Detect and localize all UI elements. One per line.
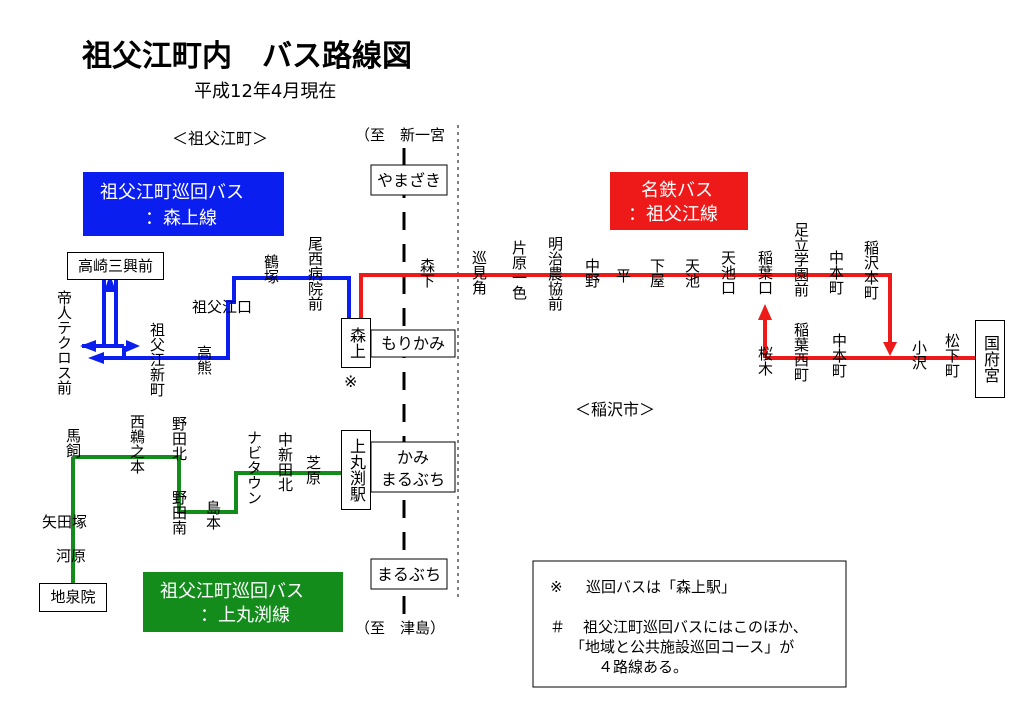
region-sobue: ＜祖父江町＞ [172, 129, 268, 148]
stop-shimamoto: 島本 [204, 500, 222, 530]
stop-takasaki-sankomae: 高崎三興前 [67, 252, 164, 280]
stop-navitown: ナビタウン [245, 430, 263, 505]
stop-sobue-guchi: 祖父江口 [192, 298, 253, 316]
svg-text:祖父江町巡回バス: 祖父江町巡回バス [160, 581, 304, 602]
stop-nakahonmachi-south: 中本町 [830, 333, 848, 378]
note2-line3: ４路線ある。 [598, 658, 688, 676]
stop-adachi-gakuen: 足立学園前 [792, 222, 810, 297]
stop-matsushitamachi: 松下町 [943, 333, 961, 378]
note2-line2: 「地域と公共施設巡回コース」が [570, 638, 794, 656]
stop-nakano: 中野 [583, 258, 601, 288]
region-inazawa: ＜稲沢市＞ [575, 400, 655, 419]
legend-green: 祖父江町巡回バス ：上丸渕線 [143, 572, 343, 632]
svg-text:まるぶち: まるぶち [377, 565, 441, 584]
svg-text:やまざき: やまざき [377, 171, 441, 190]
note2-line1: 祖父江町巡回バスにはこのほか、 [583, 618, 808, 636]
map-title: 祖父江町内 バス路線図 [82, 39, 412, 74]
stop-sobue-shinmachi: 祖父江新町 [148, 322, 166, 397]
stop-teijin-tecross: 帝人テクロス前 [55, 290, 73, 395]
blue-arrow-right [126, 340, 140, 352]
stop-kokufunomiya: 国府宮 [975, 320, 1005, 398]
blue-arrow-up [104, 274, 116, 292]
legend-red: 名鉄バス ：祖父江線 [610, 172, 748, 230]
note1-mark: ※ [550, 578, 563, 596]
stop-junkenkaku: 巡見角 [470, 250, 488, 295]
rail-station-kamimarubuchi: かみまるぶち [370, 441, 456, 493]
stop-amaikeguchi: 天池口 [719, 250, 737, 295]
note2-mark: ＃ [550, 618, 565, 636]
stop-taira: 平 [614, 268, 632, 283]
svg-text:：上丸渕線: ：上丸渕線 [200, 605, 290, 626]
stop-tsurutsuka: 鶴塚 [262, 254, 280, 284]
stop-shimoya: 下屋 [648, 258, 666, 288]
to-tsushima: （至 津島） [355, 619, 445, 637]
stop-kawahara: 河原 [56, 547, 87, 565]
map-subtitle: 平成12年4月現在 [194, 81, 336, 102]
stop-noda-minami: 野田南 [170, 490, 188, 535]
blue-arrow-left-1 [80, 340, 96, 352]
red-arrow-up [758, 304, 772, 320]
stop-inabaguchi: 稲葉口 [756, 250, 774, 295]
svg-text:もりかみ: もりかみ [381, 334, 445, 353]
stop-jisenin: 地泉院 [39, 583, 107, 612]
stop-sakuragi: 桜木 [756, 346, 774, 376]
rail-station-morikami: もりかみ [370, 329, 456, 358]
stop-kataharaisshiki: 片原一色 [510, 240, 528, 300]
svg-text:：祖父江線: ：祖父江線 [628, 204, 718, 225]
note1-text: 巡回バスは「森上駅」 [586, 578, 736, 596]
blue-arrow-left-2 [88, 352, 104, 364]
stop-nishiuzunomoto: 西鵜之本 [128, 414, 146, 474]
stop-noda-kita: 野田北 [170, 416, 188, 461]
stop-nakahonmachi-north: 中本町 [827, 250, 845, 295]
stop-morishita: 森下 [418, 258, 436, 288]
legend-blue: 祖父江町巡回バス ：森上線 [83, 172, 284, 236]
stop-kamimarubuchi-station: 上丸渕駅 [341, 430, 371, 510]
stop-nakashinden-kita: 中新田北 [276, 432, 294, 492]
stop-takakuma: 高熊 [195, 345, 213, 375]
stop-morikami-box: 森上 [341, 318, 371, 368]
rail-station-yamazaki: やまざき [370, 164, 448, 196]
svg-text:かみまるぶち: かみまるぶち [381, 448, 445, 489]
svg-text:祖父江町巡回バス: 祖父江町巡回バス [100, 182, 244, 203]
to-shinichinomiya: （至 新一宮 [355, 126, 445, 144]
stop-shibahara: 芝原 [304, 455, 322, 485]
svg-text:：森上線: ：森上線 [145, 208, 217, 229]
stop-onishi-hospital: 尾西病院前 [306, 236, 324, 311]
green-route [71, 455, 343, 583]
stop-inaba-nishimachi: 稲葉西町 [792, 322, 810, 382]
notes-box: ※ 巡回バスは「森上駅」 ＃ 祖父江町巡回バスにはこのほか、 「地域と公共施設巡… [532, 560, 847, 688]
rail-station-marubuchi: まるぶち [370, 558, 448, 590]
stop-meiji-nokyo: 明治農協前 [546, 236, 564, 311]
stop-yadazuka: 矢田塚 [42, 513, 88, 531]
asterisk-mark: ※ [344, 372, 357, 391]
stop-umakai: 馬飼 [64, 428, 82, 458]
red-route [359, 273, 975, 360]
stop-kozawa: 小沢 [910, 340, 928, 370]
svg-text:名鉄バス: 名鉄バス [641, 180, 713, 201]
stop-amaike: 天池 [683, 258, 701, 288]
red-arrow-down [883, 342, 897, 356]
stop-inazawa-honmachi: 稲沢本町 [862, 240, 880, 300]
